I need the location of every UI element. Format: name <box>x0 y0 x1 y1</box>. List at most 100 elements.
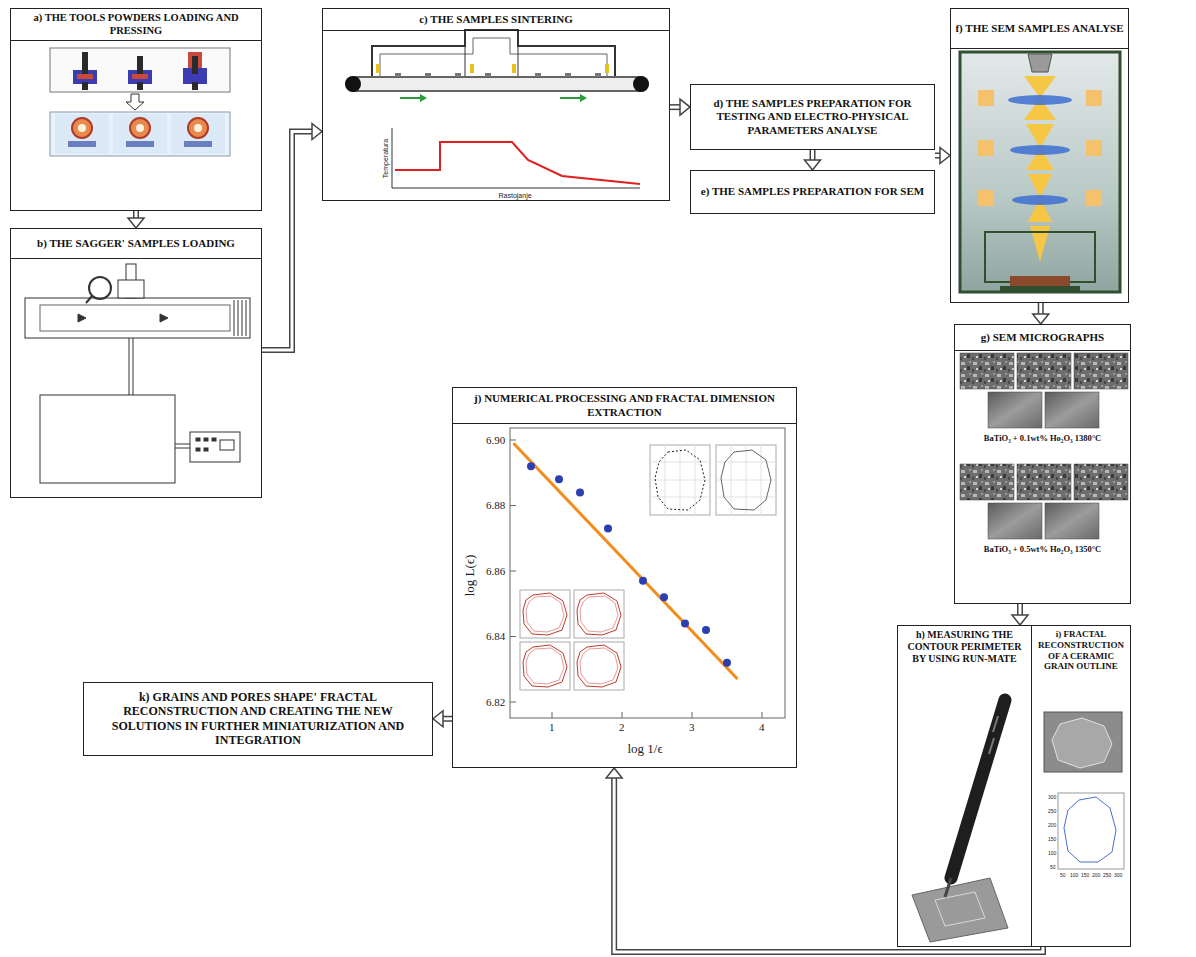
tick-label: 300 <box>1114 873 1122 878</box>
step-heading: g) SEM MICROGRAPHS <box>955 325 1130 351</box>
sem-column-illustration <box>978 190 994 206</box>
arrow-head <box>433 711 443 727</box>
press-tools-illustration <box>171 114 225 154</box>
furnace-illustration <box>220 440 234 450</box>
sem-micrographs <box>1045 392 1099 428</box>
tick-label: 2 <box>619 722 625 733</box>
run-mate-pen-illustration <box>912 878 1008 942</box>
run-mate-pen-illustration <box>993 716 998 732</box>
step-box: i) FRACTAL RECONSTRUCTION OF A CERAMIC G… <box>1031 625 1131 947</box>
press-tools-illustration <box>184 141 212 147</box>
sem-column-illustration <box>1000 286 1080 292</box>
fractal-dimension-plot <box>723 659 731 667</box>
fractal-dimension-plot <box>510 571 516 572</box>
run-mate-pen-illustration <box>935 892 985 926</box>
press-tools-illustration <box>68 141 96 147</box>
tick-label: 150 <box>1081 873 1089 878</box>
fractal-dimension-plot <box>576 488 584 496</box>
fractal-dimension-plot <box>721 450 771 510</box>
press-tools-illustration <box>132 74 148 79</box>
press-tools-illustration <box>194 124 202 132</box>
step-heading: j) NUMERICAL PROCESSING AND FRACTAL DIME… <box>453 388 796 424</box>
sintering-kiln-illustration <box>345 30 649 188</box>
furnace-illustration <box>204 448 208 451</box>
sem-column-illustration <box>1010 276 1070 286</box>
fractal-dimension-plot <box>702 626 710 634</box>
press-tools-illustration <box>55 114 109 154</box>
press-tools-illustration <box>130 118 150 138</box>
step-box: a) THE TOOLS POWDERS LOADING AND PRESSIN… <box>10 8 262 211</box>
sintering-kiln-illustration <box>372 30 615 76</box>
fractal-dimension-plot <box>577 593 621 635</box>
sintering-kiln-illustration <box>465 46 466 76</box>
furnace-illustration <box>238 300 239 336</box>
arrow-head <box>1012 615 1028 625</box>
fractal-dimension-plot <box>526 648 564 684</box>
step-box: c) THE SAMPLES SINTERING <box>322 8 670 201</box>
press-tools-illustration <box>50 48 230 92</box>
flow-arrow <box>262 124 322 350</box>
furnace-illustration <box>86 296 92 303</box>
step-heading: f) THE SEM SAMPLES ANALYSE <box>951 9 1128 49</box>
sem-micrographs <box>1074 464 1128 500</box>
sintering-kiln-illustration <box>346 77 648 91</box>
flow-arrow <box>128 211 144 228</box>
grain-outline-illustration <box>1058 793 1124 869</box>
fractal-dimension-plot <box>527 462 535 470</box>
sem-micrographs <box>1074 353 1128 389</box>
fractal-dimension-plot <box>639 577 647 585</box>
press-tools-illustration <box>78 124 86 132</box>
furnace-illustration <box>40 395 175 483</box>
sintering-kiln-illustration <box>425 73 431 77</box>
press-tools-illustration <box>113 114 167 154</box>
fractal-dimension-plot <box>716 445 776 515</box>
furnace-illustration <box>190 432 240 462</box>
arrow-body <box>1039 303 1042 315</box>
step-heading: b) THE SAGGER' SAMPLES LOADING <box>11 229 261 259</box>
sem-column-illustration <box>1008 95 1072 105</box>
sintering-kiln-illustration <box>595 73 601 77</box>
arrow-head <box>312 124 322 140</box>
furnace-illustration <box>25 264 250 483</box>
furnace-illustration <box>133 338 134 395</box>
arrow-outline <box>262 132 313 350</box>
sem-micrographs <box>1045 503 1099 539</box>
arrow-body <box>614 777 1043 952</box>
flow-arrow <box>935 148 950 164</box>
fractal-dimension-plot <box>650 445 710 515</box>
flow-arrow <box>670 99 690 115</box>
furnace-illustration <box>25 298 250 338</box>
flow-arrow <box>1033 303 1049 324</box>
run-mate-pen-illustration <box>951 700 1005 878</box>
press-tools-illustration <box>50 48 230 156</box>
axis-title: Rastojanje <box>499 192 532 199</box>
fractal-dimension-plot <box>681 619 689 627</box>
sintering-kiln-illustration <box>400 97 420 99</box>
furnace-illustration <box>212 438 216 441</box>
sem-column-illustration <box>1010 145 1070 155</box>
sem-column-illustration <box>1086 90 1102 106</box>
sem-column-illustration <box>960 52 1120 292</box>
axis-title: log L(ϵ) <box>463 554 476 596</box>
tick-label: 6.86 <box>486 566 505 577</box>
micrograph-caption: BaTiO₃ + 0.5wt% Ho₂O₃ 1350°C <box>955 544 1130 554</box>
press-tools-illustration <box>126 94 144 110</box>
tick-label: 200 <box>1048 823 1056 828</box>
press-tools-illustration <box>192 82 198 90</box>
tick-label: 50 <box>1060 873 1066 878</box>
sem-column-illustration <box>978 140 994 156</box>
sintering-kiln-illustration <box>420 94 427 102</box>
furnace-illustration <box>242 300 243 336</box>
step-heading: i) FRACTAL RECONSTRUCTION OF A CERAMIC G… <box>1032 626 1130 675</box>
fractal-dimension-plot <box>510 702 516 703</box>
step-heading: k) GRAINS AND PORES SHAPE' FRACTAL RECON… <box>84 687 432 751</box>
furnace-illustration <box>129 338 130 395</box>
sintering-kiln-illustration <box>580 94 587 102</box>
step-heading: d) THE SAMPLES PREPARATION FOR TESTING A… <box>691 94 934 140</box>
sintering-kiln-illustration <box>380 38 607 76</box>
fractal-dimension-plot <box>622 712 623 718</box>
sintering-kiln-illustration <box>392 128 640 188</box>
fractal-dimension-plot <box>650 445 710 515</box>
